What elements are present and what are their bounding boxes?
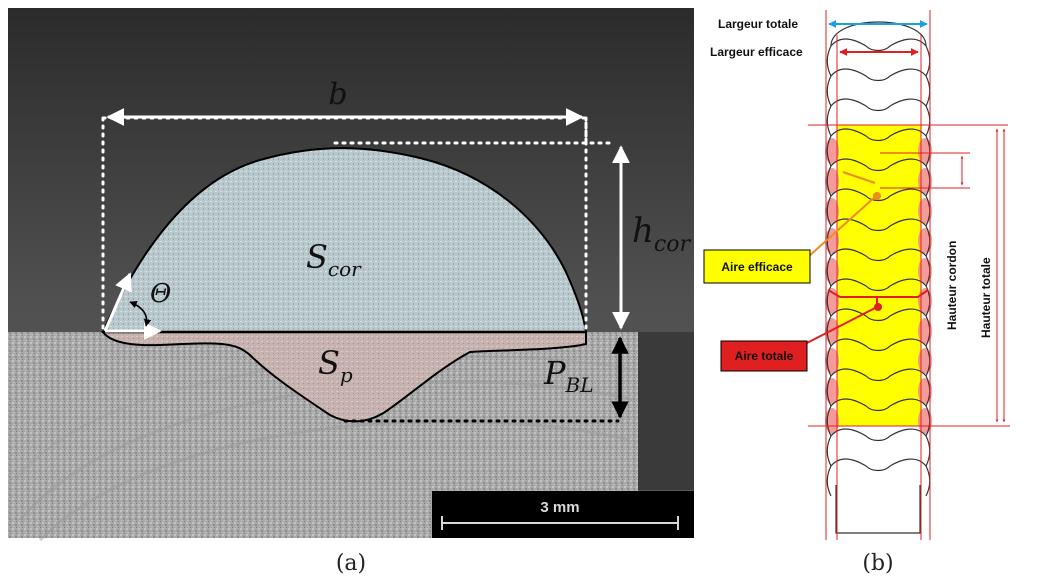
label-s-cor: Scor [306, 238, 362, 281]
panel-a: b hcor PBL Scor Sp Θ 3 mm (a) [8, 8, 694, 576]
bead-layer-boundary [830, 158, 927, 172]
scale-bar-line [441, 516, 679, 530]
penetration-region [101, 331, 587, 423]
label-aire-efficace: Aire efficace [721, 260, 793, 274]
label-b: b [328, 77, 347, 112]
label-aire-totale: Aire totale [735, 349, 794, 363]
bead-layer-boundary [830, 398, 927, 412]
bead-layer-boundary [830, 188, 927, 202]
label-hauteur-totale: Hauteur totale [979, 257, 993, 338]
panel-b: Largeur totale Largeur efficace Hauteur … [703, 10, 1010, 576]
bead-layer-boundary [830, 68, 927, 82]
aire-totale-box [720, 340, 808, 372]
label-pbl: PBL [543, 354, 594, 397]
scale-bar-label: 3 mm [540, 499, 579, 516]
angle-ray-tangent [103, 272, 132, 332]
label-theta: Θ [150, 279, 171, 309]
bead-dotted-box [101, 116, 614, 334]
bead-layer-boundary [830, 308, 927, 322]
label-largeur-efficace: Largeur efficace [710, 45, 803, 59]
bead-layer-boundary [830, 278, 927, 292]
bead-layer-boundary [830, 38, 927, 52]
scale-bar-box [432, 491, 694, 538]
caption-b: (b) [862, 551, 893, 576]
aire-efficace-leader [842, 171, 876, 184]
bead-layer-boundary [830, 368, 927, 382]
caption-a: (a) [336, 551, 366, 576]
bead-layer-boundary [830, 428, 927, 442]
aire-efficace-box [703, 249, 811, 284]
angle-arc [129, 301, 152, 327]
bead-layer-boundary [830, 98, 927, 112]
bead-region [101, 147, 588, 333]
bead-layer-boundary [830, 218, 927, 232]
label-largeur-totale: Largeur totale [718, 17, 798, 31]
bead-layer-boundary [830, 248, 927, 262]
label-s-p: Sp [318, 344, 353, 387]
bead-layer-boundary [830, 128, 927, 142]
label-h-cor: hcor [632, 211, 691, 257]
top-bead-cap [830, 21, 927, 47]
substrate [835, 485, 921, 534]
base-metal-right [638, 332, 694, 490]
bead-layer-boundary [830, 458, 927, 472]
bead-layer-boundary [830, 338, 927, 352]
label-hauteur-cordon: Hauteur cordon [945, 241, 959, 330]
aire-totale-leader [827, 289, 929, 298]
